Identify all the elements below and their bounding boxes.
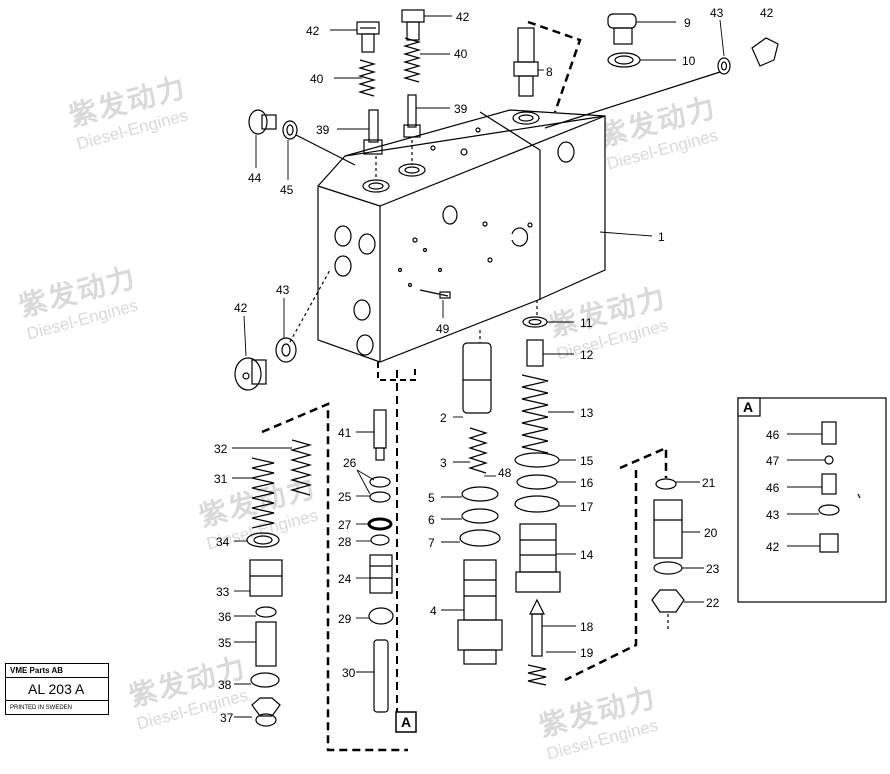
- part-label: 42: [306, 24, 320, 38]
- left-plug-42-washer-43: [234, 269, 331, 391]
- part-label: 30: [342, 666, 356, 680]
- part-label: 19: [580, 646, 594, 660]
- part-label: 46: [766, 481, 780, 495]
- part-label: 2: [440, 411, 447, 425]
- part-label: 12: [580, 348, 594, 362]
- title-stamp: VME Parts AB AL 203 A PRINTED IN SWEDEN: [5, 663, 109, 715]
- part-label: 48: [498, 466, 512, 480]
- part-label: 27: [338, 518, 352, 532]
- part-label: 47: [766, 454, 780, 468]
- far-left-stack: [246, 439, 313, 727]
- part-label: 20: [704, 526, 718, 540]
- part-label: 14: [580, 548, 594, 562]
- right-valve-stack: [514, 300, 561, 686]
- part-label: 9: [684, 16, 691, 30]
- part-label: 8: [546, 65, 553, 79]
- part-label: 45: [280, 183, 294, 197]
- part-labels: 42 42 40 40 39 39 44 45 8 9 10 43 42 1 4…: [214, 6, 780, 730]
- part-label: 40: [454, 47, 468, 61]
- part-label: 32: [214, 442, 228, 456]
- part-label: 18: [580, 620, 594, 634]
- part-label: 16: [580, 476, 594, 490]
- part-label: 39: [454, 102, 468, 116]
- part-label: 39: [316, 123, 330, 137]
- part-label: 42: [234, 301, 248, 315]
- part-label: 42: [766, 540, 780, 554]
- part-label: 43: [710, 6, 724, 20]
- part-label: 24: [338, 572, 352, 586]
- part-label: 23: [706, 562, 720, 576]
- part-label: 38: [218, 678, 232, 692]
- part-label: 42: [456, 10, 470, 24]
- part-label: 33: [216, 585, 230, 599]
- part-label: 43: [276, 283, 290, 297]
- part-label: 10: [682, 54, 696, 68]
- part-label: 1: [658, 230, 665, 244]
- part-label: 6: [428, 513, 435, 527]
- part-label: 37: [220, 711, 234, 725]
- part-label: 31: [214, 472, 228, 486]
- part-label: 35: [218, 636, 232, 650]
- part-label: 22: [706, 596, 720, 610]
- valve-8: [513, 20, 582, 113]
- left-center-stack: [367, 370, 398, 713]
- part-label: 7: [428, 536, 435, 550]
- section-marker-letter: A: [401, 714, 411, 730]
- leader-lines: [232, 15, 825, 718]
- part-label: 13: [580, 406, 594, 420]
- part-label: 17: [580, 500, 594, 514]
- part-label: 40: [310, 72, 324, 86]
- part-label: 46: [766, 428, 780, 442]
- center-valve-stack: [457, 330, 503, 665]
- section-marker: [395, 711, 417, 733]
- part-label: 4: [430, 604, 437, 618]
- part-label: 29: [338, 612, 352, 626]
- part-label: 43: [766, 508, 780, 522]
- right-stack: [564, 446, 685, 682]
- part-label: 5: [428, 491, 435, 505]
- part-label: 15: [580, 454, 594, 468]
- part-label: 41: [338, 426, 352, 440]
- detail-box: [737, 397, 887, 603]
- part-label: 3: [440, 456, 447, 470]
- stamp-company: VME Parts AB: [6, 664, 108, 678]
- part-label: 49: [436, 322, 450, 336]
- plug-9-washer-10: [607, 13, 641, 68]
- part-label: 28: [338, 535, 352, 549]
- detail-box-letter: A: [743, 399, 753, 415]
- dashed-leader-left: [261, 402, 408, 752]
- part-label: 36: [218, 610, 232, 624]
- stamp-printed: PRINTED IN SWEDEN: [10, 705, 73, 711]
- right-plug-42-washer-43: [544, 37, 779, 129]
- part-label: 44: [248, 171, 262, 185]
- part-label: 11: [580, 316, 593, 330]
- plug-44-washer-45: [248, 109, 356, 166]
- top-left-plugs: [356, 9, 425, 180]
- valve-block: [317, 109, 606, 363]
- stamp-code: AL 203 A: [6, 678, 108, 701]
- part-label: 21: [702, 476, 716, 490]
- part-label: 42: [760, 6, 774, 20]
- part-label: 25: [338, 490, 352, 504]
- part-label: 26: [343, 456, 357, 470]
- part-label: 34: [216, 535, 230, 549]
